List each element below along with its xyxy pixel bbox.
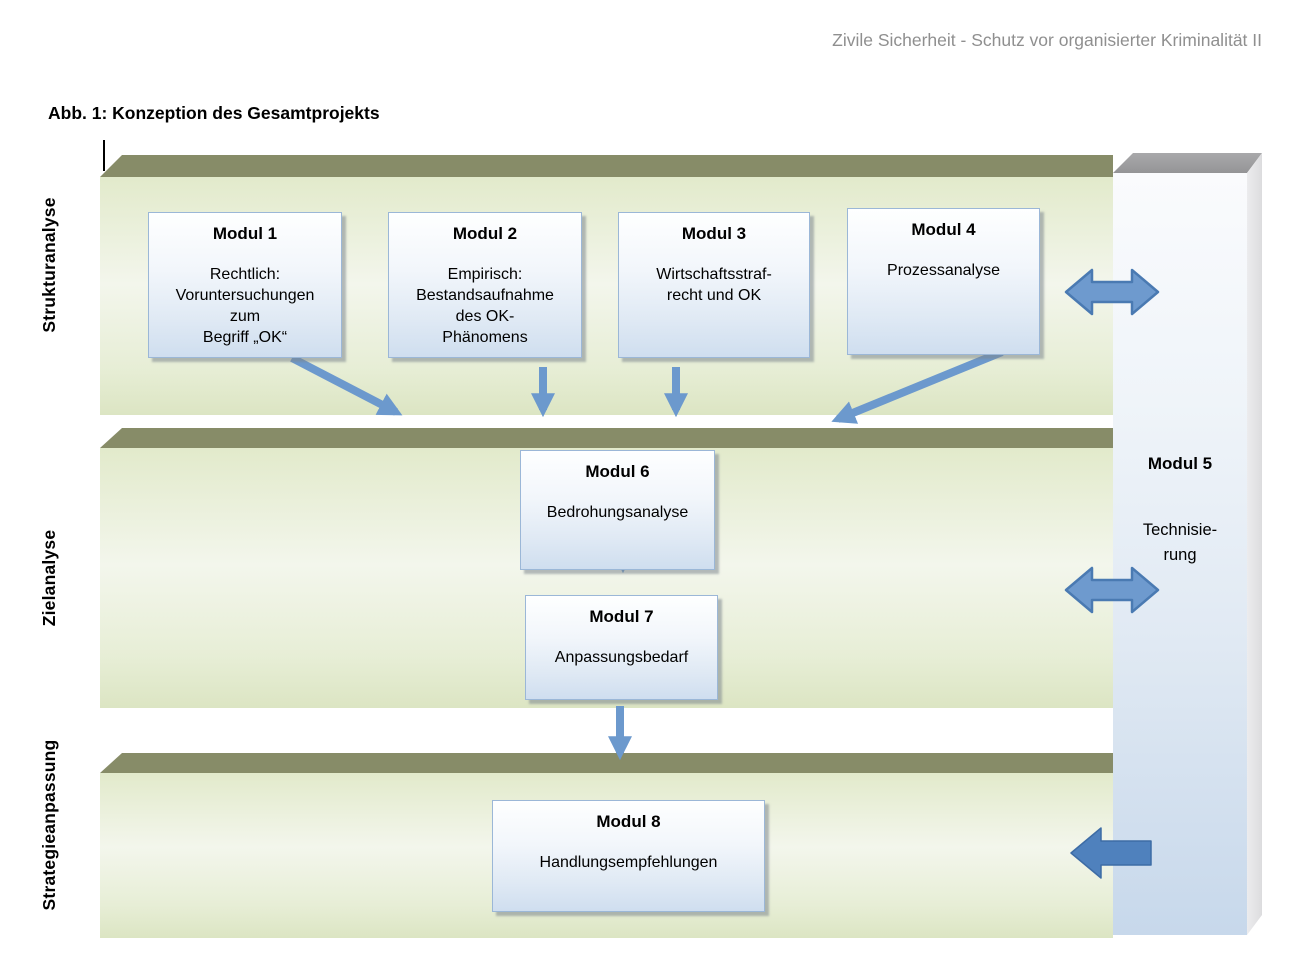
module-body: Technisie- rung	[1142, 521, 1218, 564]
module-box-modul-1: Modul 1 Rechtlich: Voruntersuchungen zum…	[148, 212, 342, 358]
figure-caption: Abb. 1: Konzeption des Gesamtprojekts	[48, 103, 380, 123]
module-title: Modul 3	[681, 224, 747, 243]
module-title: Modul 5	[1147, 454, 1213, 473]
band-label-strukturanalyse: Strukturanalyse	[39, 197, 59, 333]
module-title: Modul 4	[911, 220, 976, 239]
running-title: Zivile Sicherheit - Schutz vor organisie…	[832, 30, 1262, 50]
text-caret-mark	[103, 140, 105, 171]
module-body: Handlungsempfehlungen	[539, 854, 718, 871]
arrow-modul4-down-icon	[831, 348, 1004, 424]
module-body: Prozessanalyse	[887, 262, 1000, 279]
module-title: Modul 7	[589, 607, 654, 626]
module-title: Modul 6	[585, 462, 650, 481]
double-arrow-zielanalyse-modul5-icon	[1064, 566, 1160, 614]
module-label-modul-5: Modul 5 Technisie- rung	[1113, 454, 1247, 568]
module-body: Rechtlich: Voruntersuchungen zum Begriff…	[175, 266, 315, 346]
module-body: Empirisch: Bestandsaufnahme des OK- Phän…	[416, 266, 554, 346]
module-box-modul-3: Modul 3 Wirtschaftsstraf- recht und OK	[618, 212, 810, 358]
module-title: Modul 8	[596, 812, 661, 831]
module-body: Bedrohungsanalyse	[546, 504, 689, 521]
arrow-modul1-down-icon	[290, 354, 403, 416]
module-body: Anpassungsbedarf	[554, 649, 689, 666]
module-box-modul-6: Modul 6 Bedrohungsanalyse	[520, 450, 715, 570]
module-box-modul-2: Modul 2 Empirisch: Bestandsaufnahme des …	[388, 212, 582, 358]
left-arrow-modul5-strategieanpassung-icon	[1070, 827, 1152, 879]
module-title: Modul 2	[452, 224, 518, 243]
double-arrow-strukturanalyse-modul5-icon	[1064, 268, 1160, 316]
module-box-modul-4: Modul 4 Prozessanalyse	[847, 208, 1040, 355]
module-body: Wirtschaftsstraf- recht und OK	[656, 266, 772, 304]
module-box-modul-7: Modul 7 Anpassungsbedarf	[525, 595, 718, 700]
module-title: Modul 1	[212, 224, 278, 243]
module-box-modul-8: Modul 8 Handlungsempfehlungen	[492, 800, 765, 912]
band-label-strategieanpassung: Strategieanpassung	[39, 739, 59, 911]
